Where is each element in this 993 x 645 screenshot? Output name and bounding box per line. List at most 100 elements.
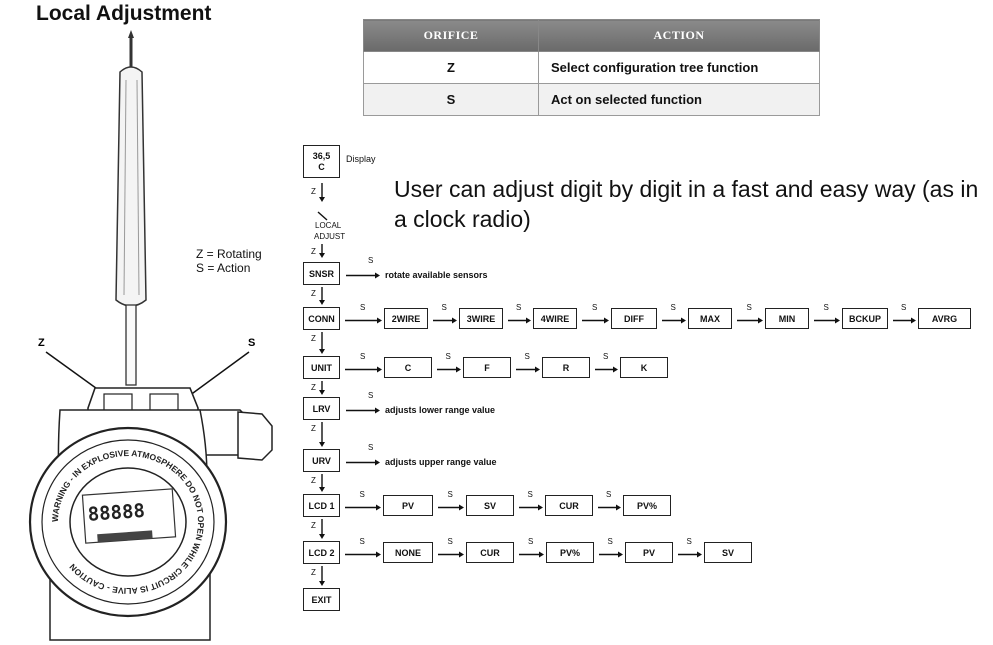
option-box: CUR [545,495,593,516]
s-label: S [445,352,451,361]
arrowhead-right-icon [459,551,464,558]
option-box: BCKUP [842,308,888,329]
s-label: S [516,303,522,312]
page-title: Local Adjustment [36,2,212,25]
table-cell-action: Act on selected function [538,83,820,116]
option-box: CUR [466,542,514,563]
s-label: S [360,303,366,312]
arrowhead-right-icon [604,317,609,324]
arrowhead-right-icon [377,317,382,324]
arrowhead-right-icon [911,317,916,324]
z-label: Z [311,383,316,392]
arrowhead-right-icon [835,317,840,324]
arrowhead-right-icon [618,551,623,558]
z-label: Z [311,247,316,256]
s-label: S [368,391,374,400]
table-header-action: ACTION [538,19,820,52]
display-unit: C [318,161,325,172]
menu-description: adjusts upper range value [385,456,497,467]
option-box: PV% [546,542,594,563]
s-label: S [746,303,752,312]
menu-lrv: LRV [303,397,340,420]
arrowhead-down-icon [319,300,325,305]
option-box: 2WIRE [384,308,428,329]
z-label: Z [311,187,316,196]
menu-description: adjusts lower range value [385,404,496,415]
arrowhead-right-icon [616,504,621,511]
s-label: S [686,537,692,546]
lcd-display: 88888 [81,488,177,544]
s-label: S [607,537,613,546]
s-label: S [359,537,365,546]
table-cell-orifice: S [363,83,539,116]
s-label: S [447,537,453,546]
arrowhead-right-icon [375,407,380,414]
s-label: S [606,490,612,499]
s-label: S [592,303,598,312]
menu-exit: EXIT [303,588,340,611]
z-label: Z [311,334,316,343]
z-label: Z [311,424,316,433]
option-box: PV [383,495,433,516]
option-box: 4WIRE [533,308,577,329]
device-z-label: Z [38,337,45,349]
local-adjust-label: ADJUST [314,232,346,241]
table-row: S Act on selected function [363,83,820,116]
menu-conn: CONN [303,307,340,330]
option-box: F [463,357,511,378]
option-box: K [620,357,668,378]
arrowhead-right-icon [459,504,464,511]
menu-lcd-1: LCD 1 [303,494,340,517]
s-label: S [360,352,366,361]
arrowhead-right-icon [538,504,543,511]
option-box: C [384,357,432,378]
option-box: DIFF [611,308,657,329]
menu-urv: URV [303,449,340,472]
legend-s: S = Action [196,261,251,275]
orifice-legend: Z = Rotating S = Action [196,247,262,275]
arrowhead-down-icon [319,349,325,354]
arrowhead-down-icon [319,487,325,492]
s-label: S [368,256,374,265]
option-box: MAX [688,308,732,329]
menu-description: rotate available sensors [385,269,488,280]
s-label: S [368,443,374,452]
arrowhead-right-icon [456,366,461,373]
arrowhead-down-icon [319,534,325,539]
arrowhead-right-icon [613,366,618,373]
s-label: S [524,352,530,361]
local-adjust-label: LOCAL [315,221,342,230]
arrowhead-down-icon [319,197,325,202]
menu-lcd-2: LCD 2 [303,541,340,564]
s-label: S [603,352,609,361]
arrowhead-right-icon [376,551,381,558]
orifice-action-table: ORIFICE ACTION Z Select configuration tr… [363,19,820,116]
option-box: PV% [623,495,671,516]
arrowhead-down-icon [319,442,325,447]
arrowhead-right-icon [681,317,686,324]
arrowhead-right-icon [758,317,763,324]
s-label: S [441,303,447,312]
s-label: S [359,490,365,499]
s-label: S [528,537,534,546]
display-value: 36,5 [312,150,331,161]
s-label: S [823,303,829,312]
table-row: Z Select configuration tree function [363,51,820,84]
option-box: NONE [383,542,433,563]
arrowhead-down-icon [319,253,325,258]
screwdriver-icon [115,30,147,386]
s-label: S [670,303,676,312]
option-box: AVRG [918,308,971,329]
arrowhead-right-icon [375,459,380,466]
transmitter-illustration: Z S S WARNING - IN EXPLOSIVE ATMOSPHERE … [28,30,273,641]
z-label: Z [311,289,316,298]
z-label: Z [311,476,316,485]
option-box: SV [704,542,752,563]
option-box: 3WIRE [459,308,503,329]
arrowhead-down-icon [319,581,325,586]
arrowhead-right-icon [697,551,702,558]
s-label: S [447,490,453,499]
display-label: Display [346,154,376,164]
